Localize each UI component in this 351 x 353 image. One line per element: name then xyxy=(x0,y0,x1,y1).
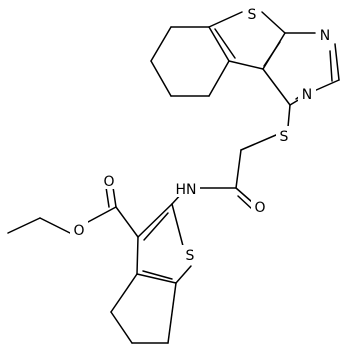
svg-text:S: S xyxy=(248,7,257,23)
svg-text:HN: HN xyxy=(176,182,197,198)
thiophene-ring-bottom xyxy=(136,203,192,284)
cyclohexane-ring xyxy=(150,26,230,97)
pyrimidine-ring xyxy=(262,32,340,106)
svg-text:S: S xyxy=(186,248,195,264)
atom-label-s-thioether: S xyxy=(276,126,292,145)
atom-label-o-amide: O xyxy=(251,197,269,216)
thiophene-ring-top xyxy=(208,11,286,70)
atom-label-hn-amide: HN xyxy=(172,179,200,198)
atom-label-o-ester-ether: O xyxy=(70,220,88,239)
atom-label-s-top: S xyxy=(244,4,260,23)
svg-text:O: O xyxy=(73,223,84,239)
svg-text:S: S xyxy=(280,129,289,145)
svg-text:O: O xyxy=(103,174,114,190)
atom-label-n-bottom: N xyxy=(298,84,316,103)
cyclopentane-ring xyxy=(110,273,177,344)
svg-text:N: N xyxy=(320,28,330,44)
ethyl-ester xyxy=(7,186,139,238)
amide-group xyxy=(171,187,253,210)
atom-label-n-top: N xyxy=(316,25,334,44)
atom-label-o-ester-carbonyl: O xyxy=(100,171,118,190)
svg-text:N: N xyxy=(302,87,312,103)
svg-text:O: O xyxy=(254,200,265,216)
thioether-linker xyxy=(235,104,291,189)
atom-label-s-bottom: S xyxy=(182,245,198,264)
